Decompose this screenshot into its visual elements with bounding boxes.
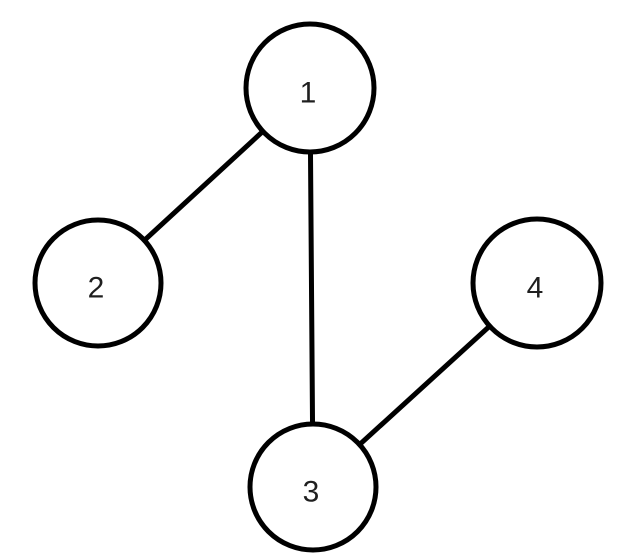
node-3: 3 <box>247 421 379 553</box>
nodes-layer: 1 2 3 4 <box>32 21 604 553</box>
node-circle-3 <box>247 421 379 553</box>
node-1: 1 <box>243 21 377 155</box>
node-label-4: 4 <box>527 272 544 305</box>
node-circle-2 <box>32 217 164 349</box>
node-circle-1 <box>243 21 377 155</box>
node-4: 4 <box>470 216 604 350</box>
node-label-3: 3 <box>303 476 320 509</box>
node-2: 2 <box>32 217 164 349</box>
node-label-2: 2 <box>88 272 105 305</box>
node-label-1: 1 <box>300 77 317 110</box>
node-circle-4 <box>470 216 604 350</box>
edge-1-3 <box>307 85 316 490</box>
